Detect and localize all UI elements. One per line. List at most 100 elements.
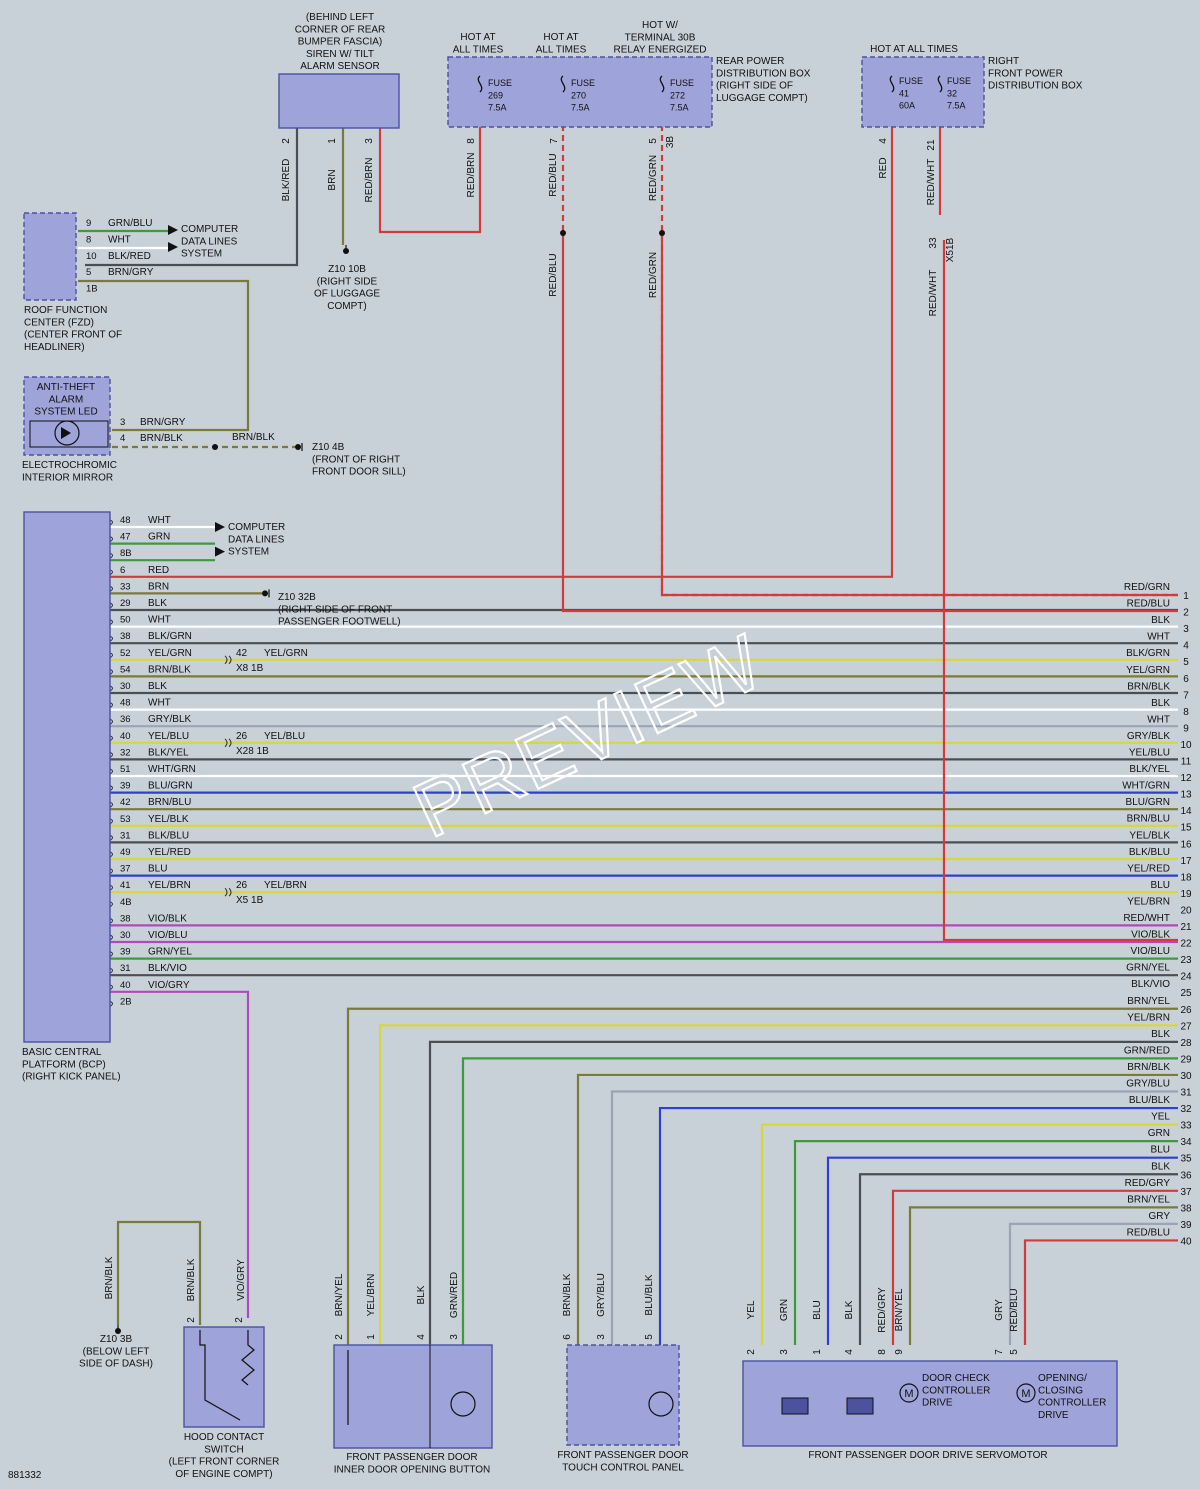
bcp-wire-label: BLK (148, 598, 167, 609)
ground-label: FRONT DOOR SILL) (312, 467, 406, 478)
continuation-number: 16 (1180, 839, 1192, 850)
continuation-number: 38 (1180, 1203, 1192, 1214)
fzd-pin-number: 1B (86, 284, 98, 295)
continuation-label: YEL/RED (1127, 863, 1170, 874)
data-lines-label: DATA LINES (228, 534, 285, 545)
bcp-pin-number: 48 (120, 515, 131, 526)
hot-label: HOT AT ALL TIMES (870, 44, 958, 55)
hot-label: RELAY ENERGIZED (614, 45, 707, 56)
rear-pdb-label: LUGGAGE COMPT) (716, 93, 808, 104)
mirror-label: ELECTROCHROMIC (22, 460, 117, 471)
continuation-label: GRY (1149, 1211, 1171, 1222)
continuation-number: 17 (1180, 856, 1192, 867)
bcp-pin-number: 42 (120, 797, 131, 808)
bcp-wire-label: YEL/BRN (148, 880, 191, 891)
ground-z10-3b-icon (115, 1328, 121, 1334)
continuation-number: 35 (1180, 1154, 1192, 1165)
bcp-label: PLATFORM (BCP) (22, 1059, 106, 1070)
fzd-pin-number: 8 (86, 234, 91, 245)
splice-wire-label: YEL/GRN (264, 648, 308, 659)
mirror-wire-label-right: BRN/BLK (232, 432, 275, 443)
fuse-label: FUSE (571, 78, 595, 88)
led-icon (54, 420, 80, 446)
wire-color-label: BRN/YEL (334, 1273, 345, 1316)
hood-contact-switch-box (183, 1326, 265, 1428)
bcp-pin-number: 30 (120, 930, 131, 941)
continuation-number: 18 (1180, 872, 1192, 883)
pin-bracket-icon (109, 702, 113, 709)
bcp-pin-number: 37 (120, 864, 131, 875)
splice-dot (560, 230, 566, 236)
continuation-number: 30 (1180, 1071, 1192, 1082)
pin-number: 7 (994, 1349, 1005, 1355)
opening-drive-label: CONTROLLER (1038, 1398, 1106, 1409)
ground-z10-10b-icon (343, 248, 349, 254)
pin-number: 6 (562, 1334, 573, 1340)
continuation-label: YEL/GRN (1126, 665, 1170, 676)
connector-label: 3B (665, 136, 676, 149)
harness-wire (826, 1156, 1178, 1345)
continuation-label: BLU (1151, 880, 1170, 891)
continuation-number: 12 (1180, 773, 1192, 784)
mirror-led-label: ANTI-THEFT (37, 382, 95, 393)
wire-color-label: BLU/BLK (644, 1274, 655, 1315)
bcp-pin-number: 50 (120, 615, 131, 626)
spring-icon (241, 1330, 255, 1386)
pin-bracket-icon (109, 884, 113, 891)
pin-number: 4 (416, 1334, 427, 1340)
door-check-label: DRIVE (922, 1398, 953, 1409)
continuation-number: 25 (1180, 988, 1192, 999)
pin-bracket-icon (109, 751, 113, 758)
bcp-wire-label: WHT/GRN (148, 764, 196, 775)
ground-label: (RIGHT SIDE (317, 276, 378, 287)
wire-color-label: RED/WHT (926, 159, 937, 206)
bcp-pin-number: 30 (120, 681, 131, 692)
fuse-icon (889, 75, 895, 93)
connector-label: X51B (945, 237, 956, 262)
rear-pdb-label: (RIGHT SIDE OF (716, 81, 793, 92)
fuse-label: 7.5A (571, 103, 590, 113)
motor-symbol: M (1021, 1388, 1030, 1400)
mirror-label: INTERIOR MIRROR (22, 472, 113, 483)
pin-number: 2 (234, 1317, 245, 1323)
ground-label: (FRONT OF RIGHT (312, 454, 400, 465)
pin-bracket-icon (109, 834, 113, 841)
pin-number: 9 (894, 1349, 905, 1355)
touch-panel-label: TOUCH CONTROL PANEL (562, 1462, 684, 1473)
hood-label: (LEFT FRONT CORNER (169, 1457, 280, 1468)
bcp-wire-label: BLU/GRN (148, 781, 192, 792)
pin-bracket-icon (109, 552, 113, 559)
wire-color-label: GRY (994, 1299, 1005, 1321)
pin-bracket-icon (109, 668, 113, 675)
door-check-label: DOOR CHECK (922, 1373, 990, 1384)
wire-color-label: BRN/YEL (894, 1288, 905, 1331)
continuation-number: 22 (1180, 939, 1192, 950)
ground-z10-32b-icon (262, 590, 268, 597)
continuation-number: 32 (1180, 1104, 1192, 1115)
fuse-icon (659, 75, 665, 93)
bcp-wire-label: BLK (148, 681, 167, 692)
rear-pdb-label: REAR POWER (716, 56, 784, 67)
mirror-pin-number: 4 (120, 433, 125, 444)
pin-number: 8 (466, 138, 477, 144)
bcp-wire-label: VIO/GRY (148, 980, 190, 991)
bcp-pin-number: 40 (120, 731, 131, 742)
mirror-wire-label: BRN/GRY (140, 417, 186, 428)
continuation-label: GRN (1148, 1128, 1170, 1139)
hot-label: ALL TIMES (453, 44, 504, 55)
arrow-icon (215, 546, 225, 557)
fuse-icon (560, 75, 566, 93)
opening-drive-label: CLOSING (1038, 1385, 1083, 1396)
led-icon (648, 1391, 674, 1417)
continuation-label: VIO/BLU (1131, 946, 1170, 957)
fzd-brn-gry-wire (78, 279, 250, 432)
splice-wire-label: YEL/BRN (264, 880, 307, 891)
harness-wire (658, 1106, 1178, 1345)
continuation-label: BRN/BLU (1127, 814, 1170, 825)
continuation-label: BRN/BLK (1127, 1062, 1170, 1073)
continuation-number: 4 (1183, 641, 1189, 652)
continuation-label: WHT/GRN (1122, 781, 1170, 792)
continuation-label: RED/GRN (1124, 582, 1170, 593)
connector-icon (224, 887, 232, 897)
